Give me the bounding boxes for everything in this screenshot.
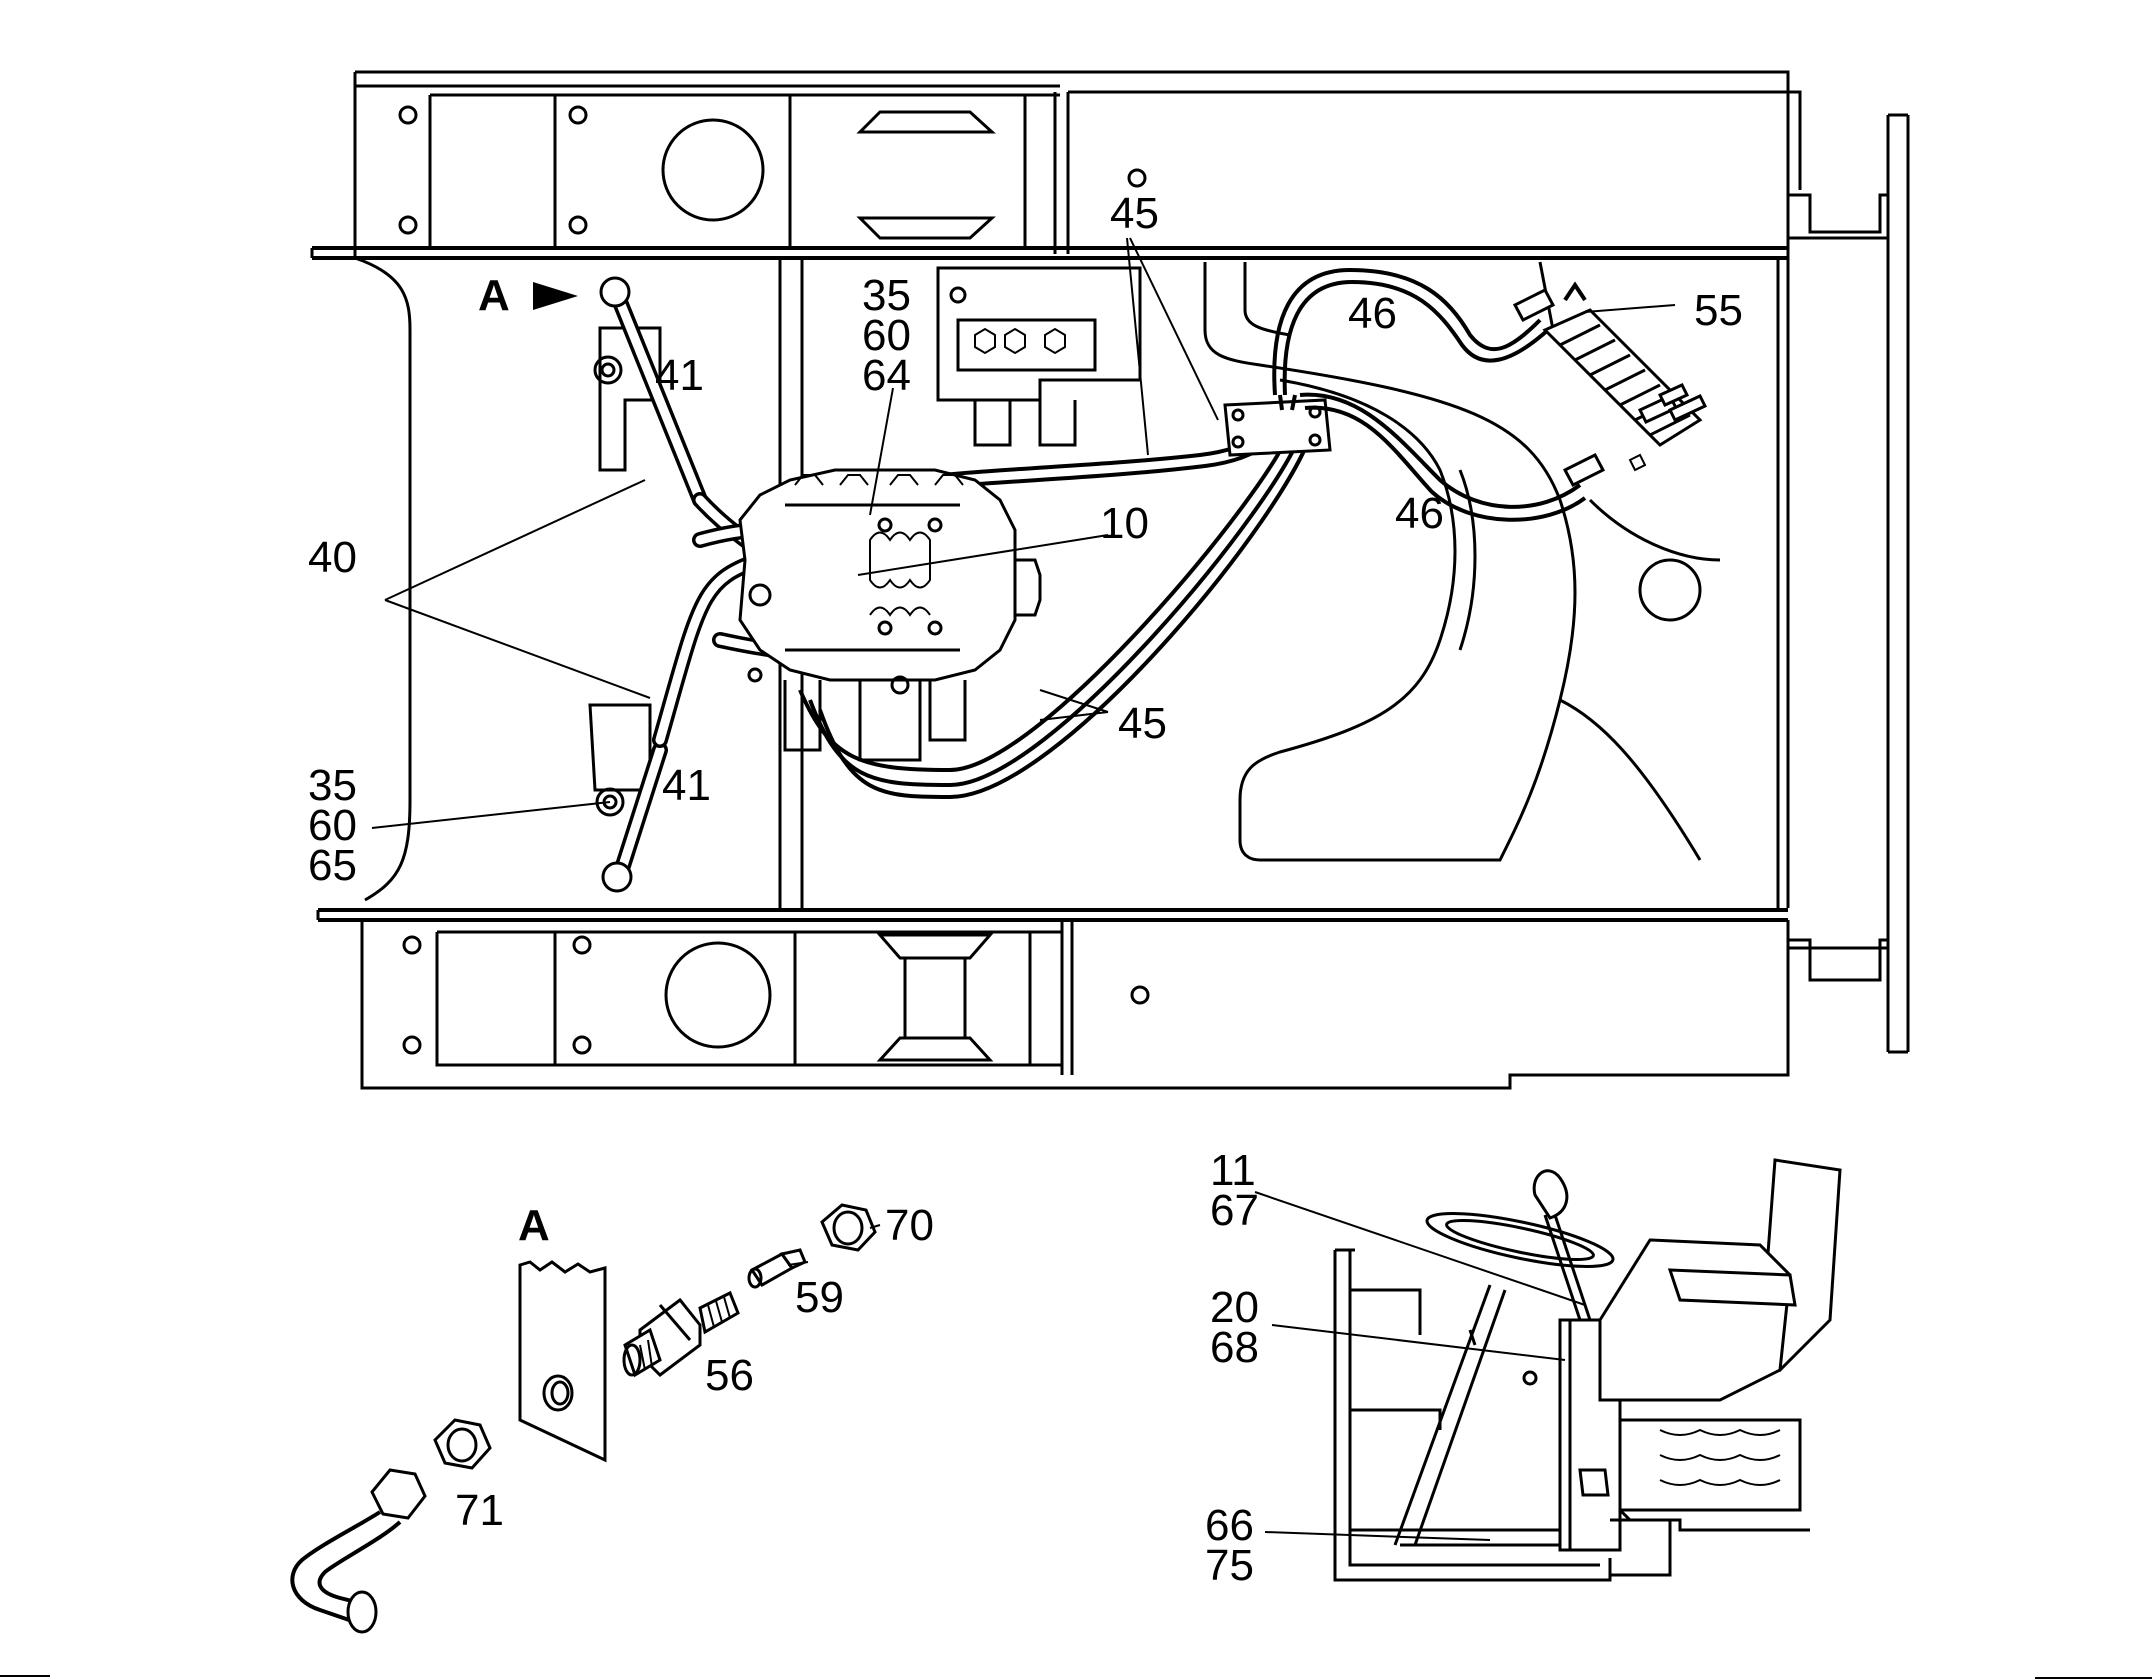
chassis-frame-top-view <box>310 70 1910 1090</box>
steering-cylinder <box>588 276 708 893</box>
elbow-pipe <box>290 1468 427 1634</box>
valve-bank-upper <box>936 266 1142 447</box>
callout-20: 20 <box>1210 1283 1259 1332</box>
view-arrow-a: A <box>478 271 578 320</box>
callout-46-right: 46 <box>1395 489 1444 538</box>
callout-35-top: 35 <box>862 271 911 320</box>
callout-35-bottom: 35 <box>308 761 357 810</box>
callout-40: 40 <box>308 533 357 582</box>
callout-71: 71 <box>455 1486 504 1535</box>
callout-67: 67 <box>1210 1186 1259 1235</box>
callout-68: 68 <box>1210 1323 1259 1372</box>
callout-45-top: 45 <box>1110 189 1159 238</box>
view-marker-label: A <box>478 271 510 320</box>
detail-a-fitting-assembly: A <box>290 1201 934 1634</box>
callout-46-top: 46 <box>1348 289 1397 338</box>
priority-valve-block <box>738 468 1042 762</box>
callout-75: 75 <box>1205 1541 1254 1590</box>
main-view-callouts: 45 46 55 35 60 64 41 40 10 46 45 41 35 6… <box>308 189 1743 890</box>
callout-70: 70 <box>885 1201 934 1250</box>
hoses-46 <box>1272 267 1606 522</box>
callout-64: 64 <box>862 351 911 400</box>
callout-60-bottom: 60 <box>308 801 357 850</box>
nut-71 <box>433 1418 492 1470</box>
callout-56: 56 <box>705 1351 754 1400</box>
cab-side-view: 11 67 20 68 66 75 <box>1205 1146 1842 1590</box>
callout-41-top: 41 <box>655 351 704 400</box>
callout-60-top: 60 <box>862 311 911 360</box>
callout-66: 66 <box>1205 1501 1254 1550</box>
hose-bracket <box>1223 394 1332 457</box>
callout-65: 65 <box>308 841 357 890</box>
fitting-56 <box>622 1290 740 1378</box>
callout-55: 55 <box>1694 286 1743 335</box>
distribution-valve-bank <box>1542 281 1708 472</box>
detail-a-title: A <box>518 1201 550 1250</box>
callout-10: 10 <box>1100 499 1149 548</box>
main-view-leaders <box>371 237 1676 829</box>
mounting-plate <box>518 1260 607 1463</box>
callout-59: 59 <box>795 1273 844 1322</box>
nut-70 <box>820 1203 877 1252</box>
callout-41-bottom: 41 <box>662 761 711 810</box>
callout-45-bottom: 45 <box>1118 699 1167 748</box>
callout-11: 11 <box>1210 1146 1256 1195</box>
